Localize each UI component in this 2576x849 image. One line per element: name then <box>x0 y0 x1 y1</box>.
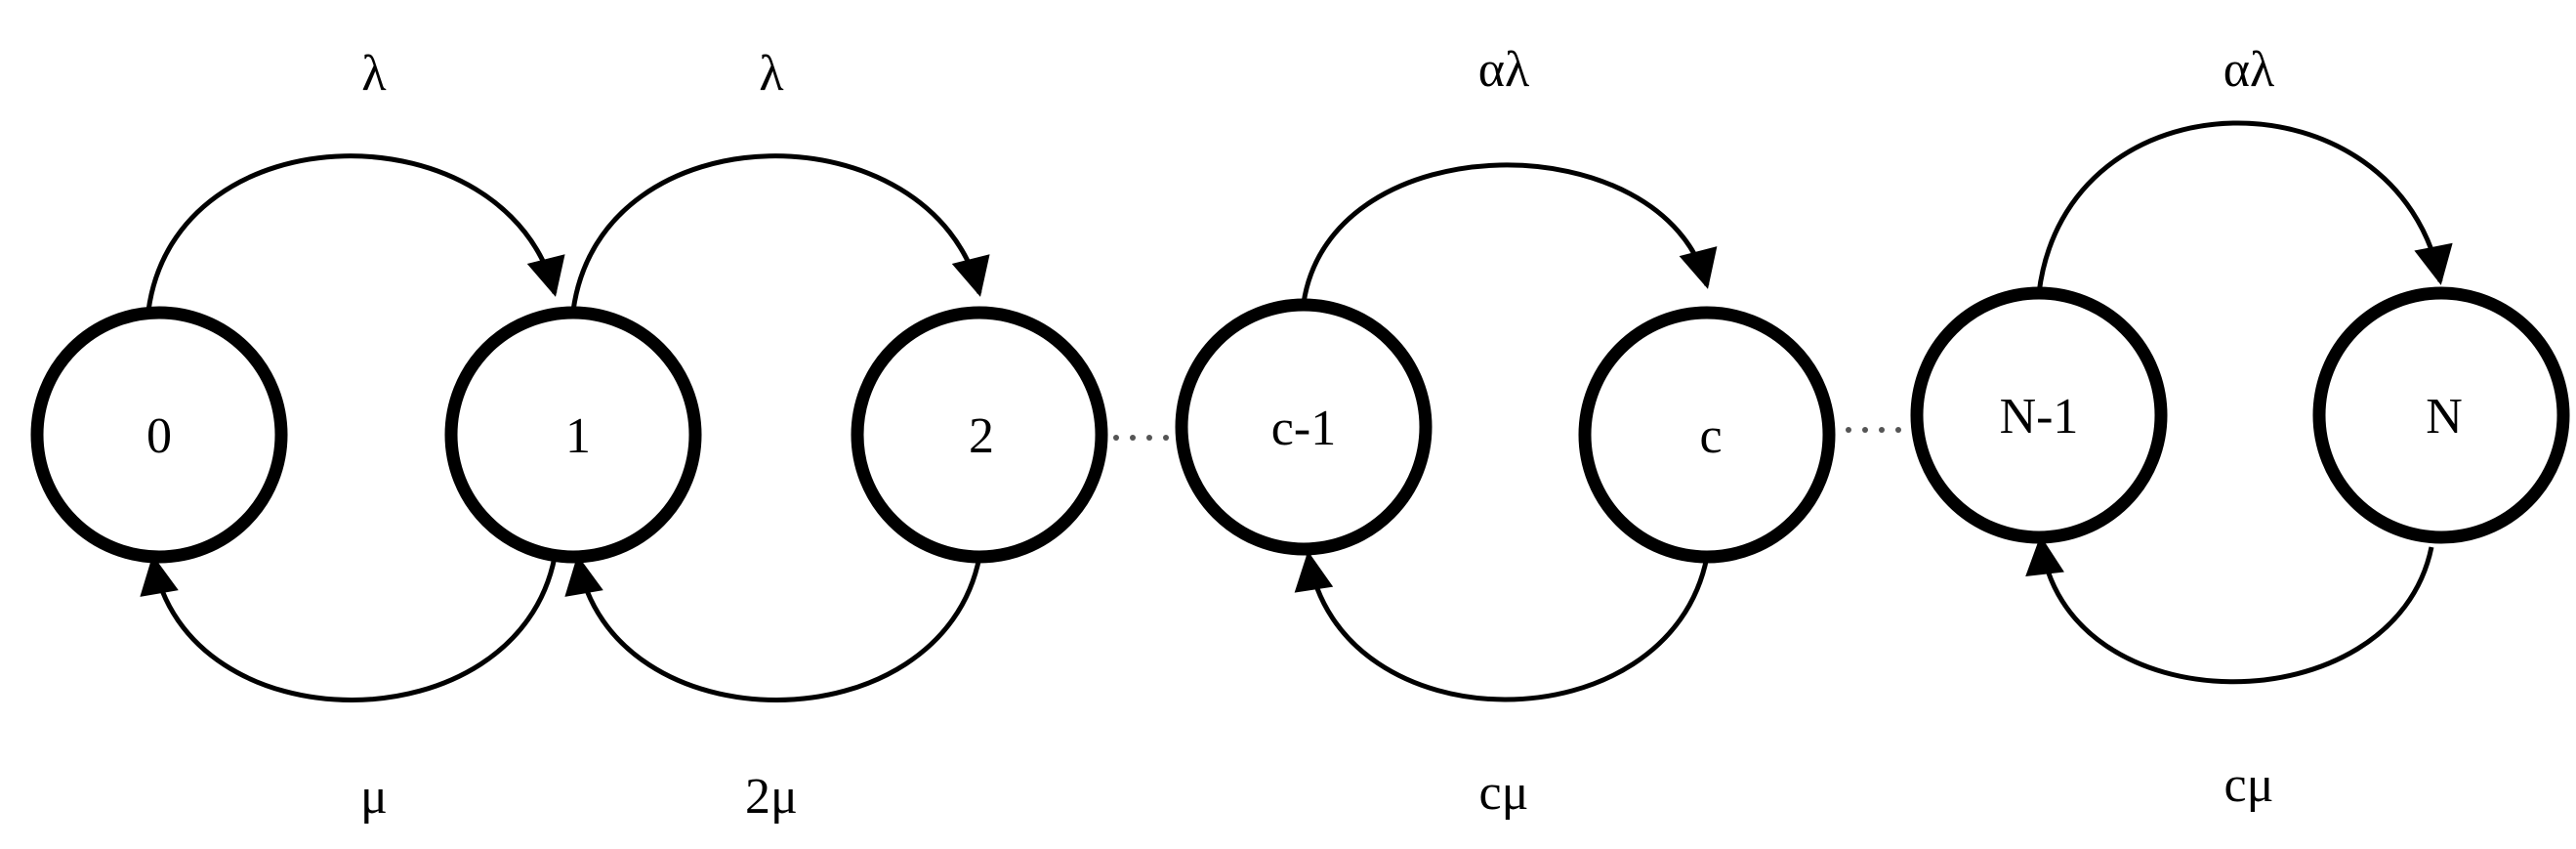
rate-label-forward-N1-N: αλ <box>2223 42 2274 98</box>
arc-backward-2-1 <box>564 555 982 702</box>
state-label: 1 <box>565 408 591 464</box>
arc-backward-c-c1 <box>1294 551 1710 702</box>
arc-forward-N1-N <box>2036 120 2453 294</box>
rate-label-backward-c-c1: cμ <box>1479 765 1529 821</box>
state-0: 0 <box>30 306 288 564</box>
state-label: c-1 <box>1271 401 1336 456</box>
state-1: 1 <box>444 306 702 564</box>
state-label: N <box>2426 389 2463 445</box>
ellipsis-c-N1 <box>1846 427 1901 433</box>
arc-forward-c1-c <box>1301 162 1718 304</box>
rate-label-forward-1-2: λ <box>759 46 783 102</box>
state-label: c <box>1699 408 1722 464</box>
rate-label-backward-N-N1: cμ <box>2224 757 2274 813</box>
rate-label-forward-0-1: λ <box>361 46 386 102</box>
arc-forward-0-1 <box>145 153 565 312</box>
state-c: c <box>1578 306 1836 564</box>
rate-label-forward-c1-c: αλ <box>1478 42 1529 98</box>
state-N-1: N-1 <box>1910 286 2168 544</box>
ellipsis-2-c1 <box>1113 435 1169 441</box>
arc-backward-N-N1 <box>2025 535 2434 685</box>
state-label: 2 <box>969 408 994 464</box>
state-label: 0 <box>146 408 172 464</box>
rate-label-backward-1-0: μ <box>360 769 388 825</box>
state-c-1: c-1 <box>1175 298 1433 556</box>
state-label: N-1 <box>2000 389 2079 445</box>
arc-backward-1-0 <box>140 555 558 702</box>
state-N: N <box>2312 286 2570 544</box>
arc-forward-1-2 <box>570 153 990 312</box>
state-2: 2 <box>851 306 1108 564</box>
rate-label-backward-2-1: 2μ <box>745 769 798 825</box>
